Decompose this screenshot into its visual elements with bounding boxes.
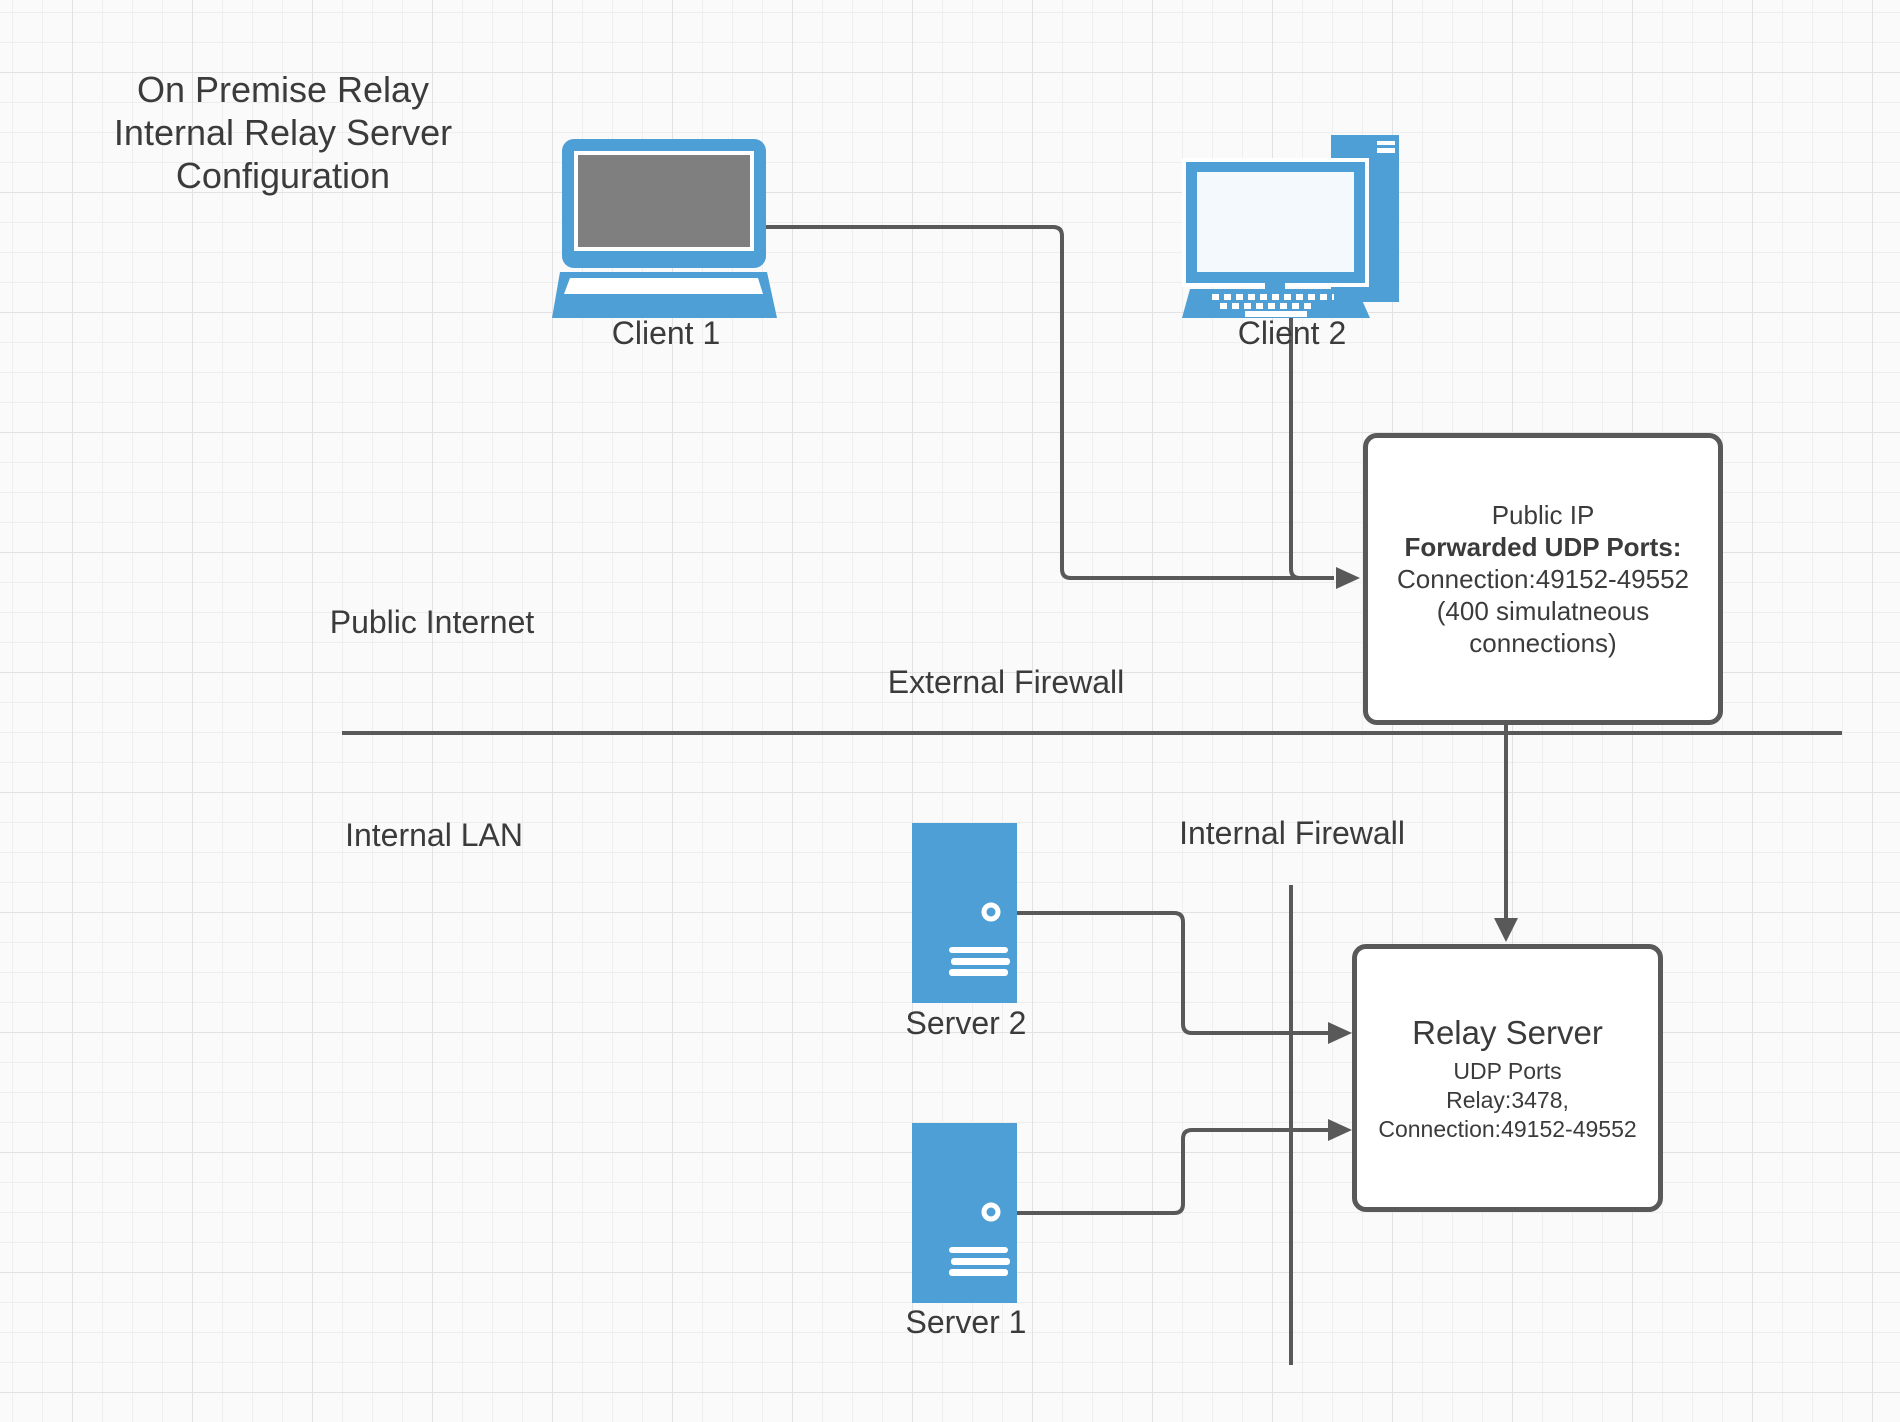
relay-server-title: Relay Server (1412, 1013, 1603, 1051)
arrowhead-server2-icon (1328, 1022, 1352, 1044)
client2-label: Client 2 (1237, 315, 1347, 351)
public-ip-line: Connection:49152-49552 (1396, 564, 1690, 594)
client1-to-publicip-connector (766, 225, 1334, 580)
public-ip-line: Public IP (1491, 500, 1595, 530)
connectors (342, 225, 1842, 1365)
public-ip-node: Public IP Forwarded UDP Ports: Connectio… (1363, 433, 1723, 725)
public-ip-line: connections) (1469, 628, 1617, 658)
title-line: On Premise Relay (136, 69, 430, 110)
zone-label-external-firewall: External Firewall (887, 664, 1125, 700)
client1-laptop-icon (552, 139, 777, 318)
title-line: Internal Relay Server (113, 112, 453, 153)
diagram-title: On Premise Relay Internal Relay Server C… (98, 68, 468, 197)
server1-icon (912, 1123, 1017, 1303)
relay-server-line: Connection:49152-49552 (1378, 1115, 1637, 1142)
server2-to-relay-connector (1017, 911, 1328, 1035)
arrowhead-into-publicip-icon (1336, 567, 1360, 589)
client2-to-publicip-connector (1289, 302, 1322, 580)
arrowhead-server1-icon (1328, 1119, 1352, 1141)
public-ip-line: (400 simulatneous (1436, 596, 1650, 626)
title-line: Configuration (175, 155, 391, 196)
server2-icon (912, 823, 1017, 1003)
relay-server-line: Relay:3478, (1446, 1086, 1569, 1113)
relay-server-line: UDP Ports (1453, 1057, 1562, 1084)
zone-label-internal-firewall: Internal Firewall (1179, 815, 1405, 851)
zone-label-public-internet: Public Internet (329, 604, 535, 640)
client1-label: Client 1 (611, 315, 721, 351)
client2-desktop-icon (1182, 135, 1399, 318)
server2-label: Server 2 (905, 1005, 1027, 1041)
server1-to-relay-connector (1017, 1128, 1328, 1215)
relay-server-node: Relay Server UDP Ports Relay:3478, Conne… (1352, 944, 1663, 1212)
arrowhead-into-relay-top-icon (1494, 918, 1518, 942)
public-ip-line: Forwarded UDP Ports: (1404, 532, 1682, 562)
zone-label-internal-lan: Internal LAN (345, 817, 523, 853)
server1-label: Server 1 (905, 1304, 1027, 1340)
